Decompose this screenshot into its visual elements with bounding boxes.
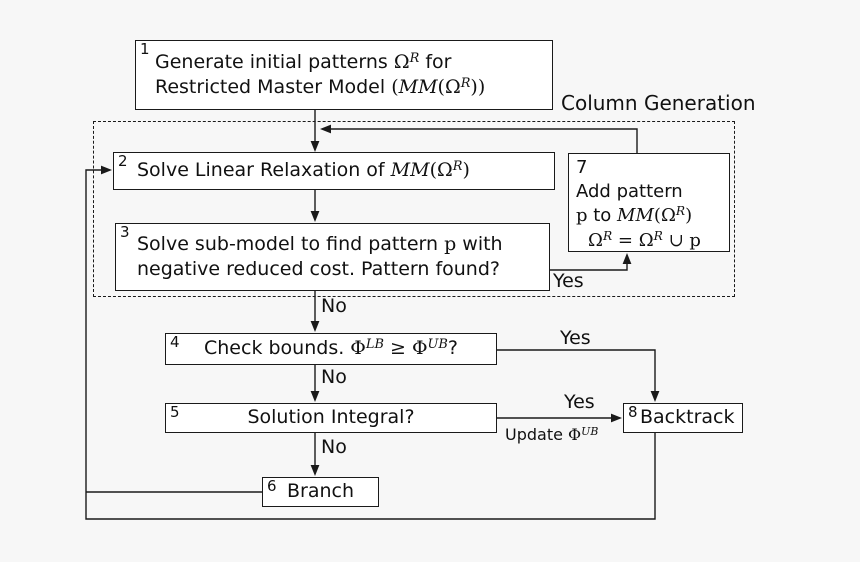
edge-label-yes-integral: Yes	[564, 391, 595, 413]
step-number-1: 1	[140, 40, 150, 58]
node-solution-integral: 5 Solution Integral?	[165, 403, 497, 433]
node-text-line: ΩR = ΩR ∪ p	[588, 229, 701, 251]
edge-label-yes-pattern-found: Yes	[553, 270, 584, 292]
arrow-into-b8-left	[611, 413, 622, 423]
step-number-3: 3	[120, 223, 130, 241]
edge-label-yes-bounds: Yes	[560, 327, 591, 349]
node-text-line: p to MM(ΩR)	[576, 204, 693, 226]
edge-label-update-upper-bound: Update ΦUB	[505, 424, 599, 444]
step-number-7: 7	[576, 157, 588, 178]
node-text-line: Check bounds. ΦLB ≥ ΦUB?	[204, 337, 458, 360]
arrow-into-b6	[310, 465, 320, 476]
node-text-line: Solve sub-model to find pattern p with	[137, 232, 503, 255]
column-generation-title: Column Generation	[561, 91, 756, 115]
step-number-2: 2	[118, 152, 128, 170]
node-text-line: negative reduced cost. Pattern found?	[137, 258, 500, 280]
node-text-line: Solution Integral?	[247, 406, 415, 429]
node-solve-linear-relaxation: 2 Solve Linear Relaxation of MM(ΩR)	[113, 152, 555, 190]
node-add-pattern: 7 Add pattern p to MM(ΩR) ΩR = ΩR ∪ p	[568, 153, 730, 252]
arrow-into-b4	[310, 321, 320, 332]
edge-b4-yes-to-b8	[497, 349, 656, 392]
node-text-line: Generate initial patterns ΩR for	[155, 50, 452, 73]
step-number-5: 5	[170, 403, 180, 421]
arrow-into-b5	[310, 391, 320, 402]
step-number-6: 6	[267, 477, 277, 495]
node-text-line: Solve Linear Relaxation of MM(ΩR)	[137, 159, 470, 182]
node-solve-submodel: 3 Solve sub-model to find pattern p with…	[115, 223, 550, 291]
edge-label-no-pattern-found: No	[321, 295, 347, 317]
node-branch: 6 Branch	[262, 477, 379, 507]
edge-label-no-integral: No	[321, 436, 347, 458]
column-generation-region	[93, 121, 735, 297]
node-backtrack: 8 Backtrack	[623, 403, 743, 433]
node-generate-initial-patterns: 1 Generate initial patterns ΩR for Restr…	[135, 40, 553, 110]
node-text-line: Backtrack	[640, 406, 735, 429]
node-text-line: Branch	[286, 480, 355, 503]
step-number-8: 8	[628, 403, 638, 421]
node-text-line: Restricted Master Model (MM(ΩR))	[155, 75, 486, 98]
arrow-into-b8-top	[650, 391, 660, 402]
step-number-4: 4	[170, 333, 180, 351]
node-text-line: Add pattern	[576, 181, 683, 202]
node-check-bounds: 4 Check bounds. ΦLB ≥ ΦUB?	[165, 333, 497, 365]
edge-label-no-bounds: No	[321, 366, 347, 388]
